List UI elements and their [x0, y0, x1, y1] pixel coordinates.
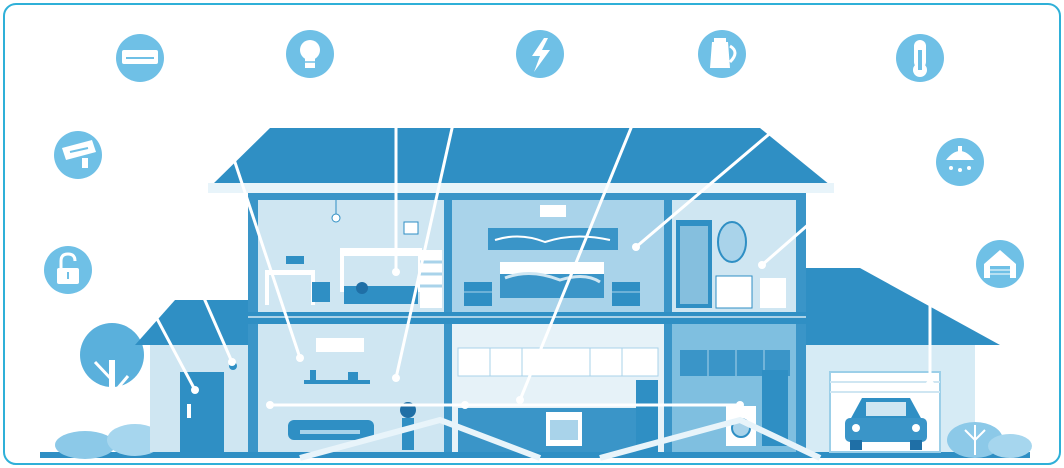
kettle-icon[interactable] [698, 30, 746, 78]
car [845, 398, 927, 450]
laundry-fixtures [680, 350, 790, 446]
padlock-icon[interactable] [44, 246, 92, 294]
living-room-furniture [288, 338, 416, 450]
thermometer-icon[interactable] [896, 34, 944, 82]
garage-icon[interactable] [976, 240, 1024, 288]
bathroom-fixtures [676, 220, 786, 309]
shower-head-icon[interactable] [936, 138, 984, 186]
left-tree [55, 323, 163, 459]
main-roof [212, 128, 830, 185]
garage-building [790, 268, 1032, 458]
kitchen-fixtures [457, 347, 659, 452]
front-door [180, 372, 224, 452]
kids-bedroom-furniture [265, 200, 442, 308]
air-conditioner-icon[interactable] [116, 34, 164, 82]
master-bedroom-furniture [464, 205, 640, 306]
cctv-camera-icon[interactable] [54, 131, 102, 179]
lightning-bolt-icon[interactable] [516, 30, 564, 78]
lightbulb-icon[interactable] [286, 30, 334, 78]
